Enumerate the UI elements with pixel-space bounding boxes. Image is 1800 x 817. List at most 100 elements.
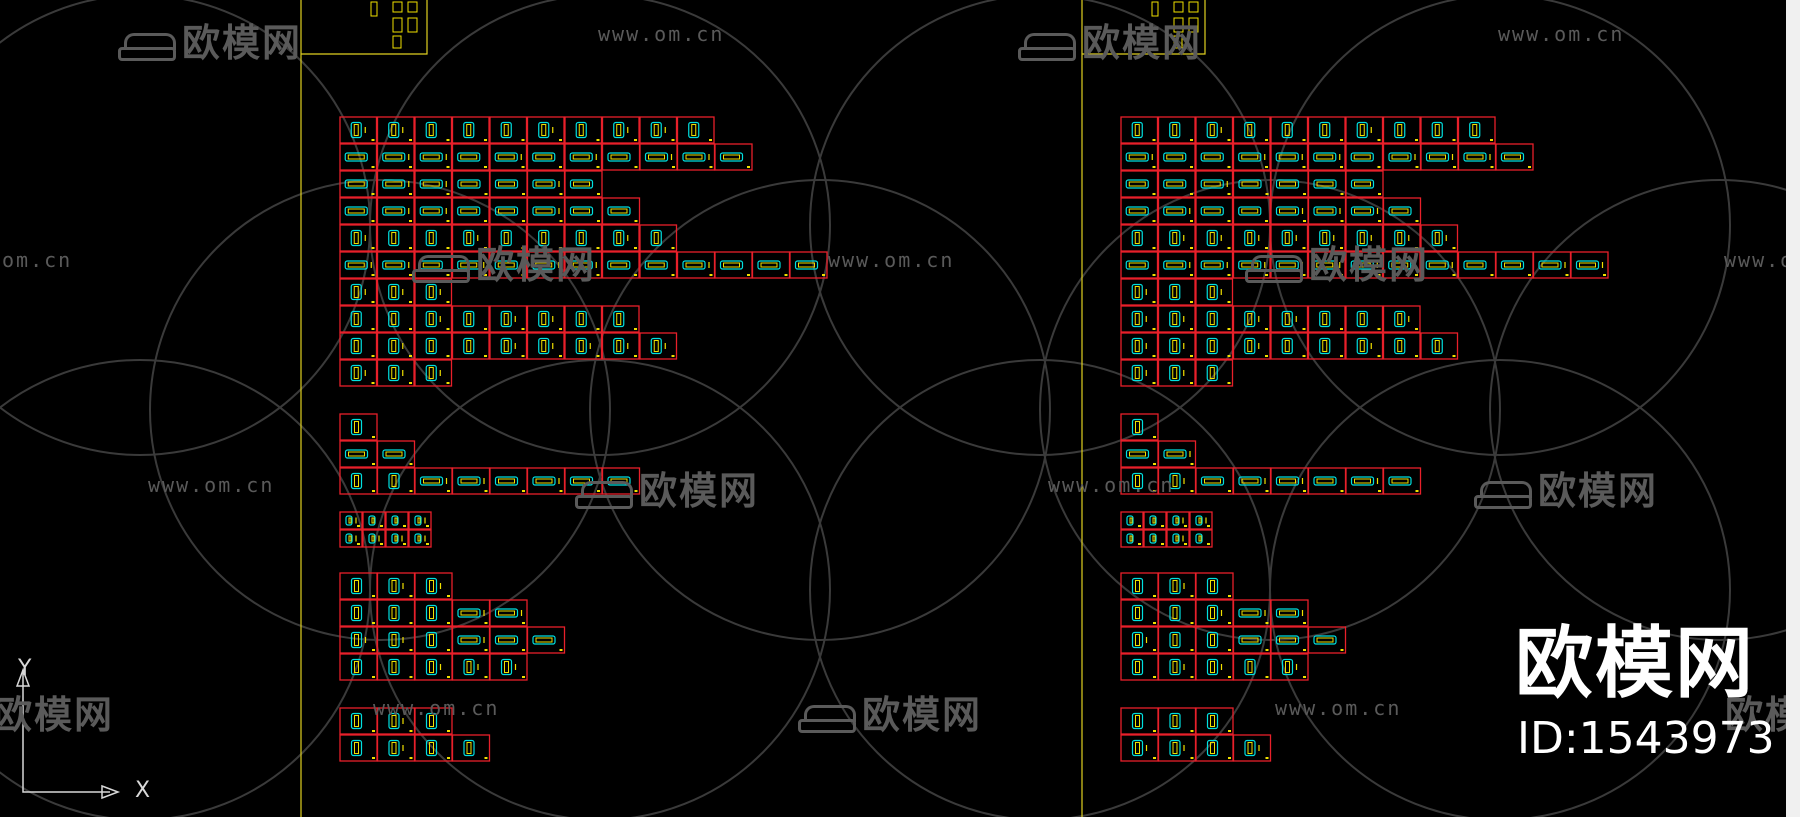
block-symbol-detail: [354, 421, 359, 433]
block-symbol: [1131, 712, 1144, 730]
block-frame: [1189, 529, 1213, 548]
block-label-mark: [709, 274, 713, 276]
block-symbol: [575, 229, 587, 247]
block-symbol-detail: [371, 535, 375, 542]
block-symbol-detail: [1172, 715, 1178, 727]
block-symbol: [1425, 260, 1449, 270]
block-symbol-detail: [798, 262, 815, 268]
block-frame: [489, 143, 528, 171]
block-symbol-detail: [1472, 124, 1478, 136]
block-label-mark: [484, 193, 488, 195]
block-symbol: [457, 152, 481, 162]
block-symbol: [1244, 739, 1256, 757]
block-label-mark: [522, 490, 525, 492]
block-symbol: [1425, 152, 1450, 162]
watermark-logo: 欧模网: [412, 234, 596, 289]
block-frame: [414, 170, 453, 198]
block-frame: [1232, 224, 1271, 252]
block-label-mark: [1377, 328, 1381, 330]
block-symbol: [350, 418, 363, 436]
block-symbol-detail: [1210, 580, 1215, 592]
block-symbol-detail: [1284, 340, 1290, 352]
block-symbol-detail: [1128, 208, 1146, 214]
block-symbol: [644, 152, 669, 162]
block-symbol: [1275, 608, 1300, 618]
block-label-mark: [1303, 220, 1306, 222]
block-symbol: [419, 152, 443, 162]
block-label-mark: [1228, 730, 1231, 732]
sofa-icon: [1245, 253, 1303, 283]
block-symbol-detail: [1135, 421, 1140, 433]
title-block-thumbnail: [407, 17, 418, 33]
block-symbol-detail: [1391, 154, 1409, 160]
block-label-mark: [671, 274, 675, 276]
block-symbol: [1281, 337, 1293, 355]
block-symbol: [494, 608, 519, 618]
block-symbol: [1206, 712, 1219, 730]
block-frame: [376, 224, 415, 252]
block-symbol-detail: [616, 313, 622, 325]
block-label-mark: [596, 355, 600, 357]
block-label-mark: [409, 166, 412, 168]
block-symbol: [1388, 206, 1412, 216]
block-symbol: [388, 283, 400, 301]
block-symbol-detail: [535, 181, 553, 187]
block-symbol-detail: [1203, 181, 1221, 187]
block-symbol-detail: [1241, 637, 1259, 643]
block-symbol: [463, 739, 475, 757]
block-label-mark: [357, 525, 360, 527]
block-label-mark: [1340, 355, 1343, 357]
block-symbol: [1313, 635, 1337, 645]
block-symbol-detail: [1134, 286, 1140, 298]
block-symbol: [388, 310, 400, 328]
block-symbol-detail: [1247, 313, 1253, 325]
title-block-thumbnail: [370, 1, 378, 17]
block-symbol: [532, 476, 556, 486]
vertical-scrollbar[interactable]: [1786, 0, 1800, 817]
block-symbol-detail: [460, 610, 478, 616]
block-frame: [1120, 278, 1159, 306]
watermark-circle: [809, 0, 1271, 456]
block-symbol-detail: [1172, 661, 1178, 673]
block-frame: [376, 440, 416, 468]
block-label-mark: [484, 247, 487, 249]
block-symbol-detail: [1209, 286, 1215, 298]
block-symbol: [1394, 310, 1406, 328]
block-label-mark: [446, 328, 450, 330]
block-symbol: [368, 533, 376, 544]
block-symbol-detail: [354, 742, 359, 754]
block-label-mark: [484, 328, 487, 330]
block-symbol-detail: [354, 475, 359, 487]
block-frame: [1270, 143, 1309, 171]
block-label-mark: [484, 649, 488, 651]
block-symbol-detail: [1209, 313, 1215, 325]
watermark-logo-partial: 欧模网: [0, 693, 115, 737]
block-symbol-detail: [498, 610, 515, 616]
block-symbol: [388, 658, 400, 676]
block-symbol-detail: [1247, 340, 1253, 352]
block-symbol: [1169, 712, 1181, 730]
block-symbol-detail: [371, 517, 375, 524]
block-symbol: [494, 476, 519, 486]
block-symbol: [1125, 206, 1149, 216]
block-symbol-detail: [1316, 181, 1334, 187]
block-label-mark: [372, 730, 375, 732]
block-symbol-detail: [1209, 340, 1215, 352]
ucs-x-label: X: [135, 778, 151, 803]
block-frame: [1232, 332, 1271, 360]
block-symbol: [1313, 206, 1337, 216]
block-symbol: [1281, 658, 1294, 676]
block-symbol: [613, 310, 625, 328]
block-frame: [385, 529, 409, 548]
block-label-mark: [1153, 649, 1156, 651]
block-frame: [1570, 251, 1609, 279]
block-symbol-detail: [385, 208, 403, 214]
block-frame: [414, 197, 453, 225]
block-label-mark: [1227, 328, 1231, 330]
block-symbol: [1356, 310, 1368, 328]
block-frame: [1195, 251, 1234, 279]
block-label-mark: [634, 166, 638, 168]
block-symbol-detail: [1203, 154, 1221, 160]
